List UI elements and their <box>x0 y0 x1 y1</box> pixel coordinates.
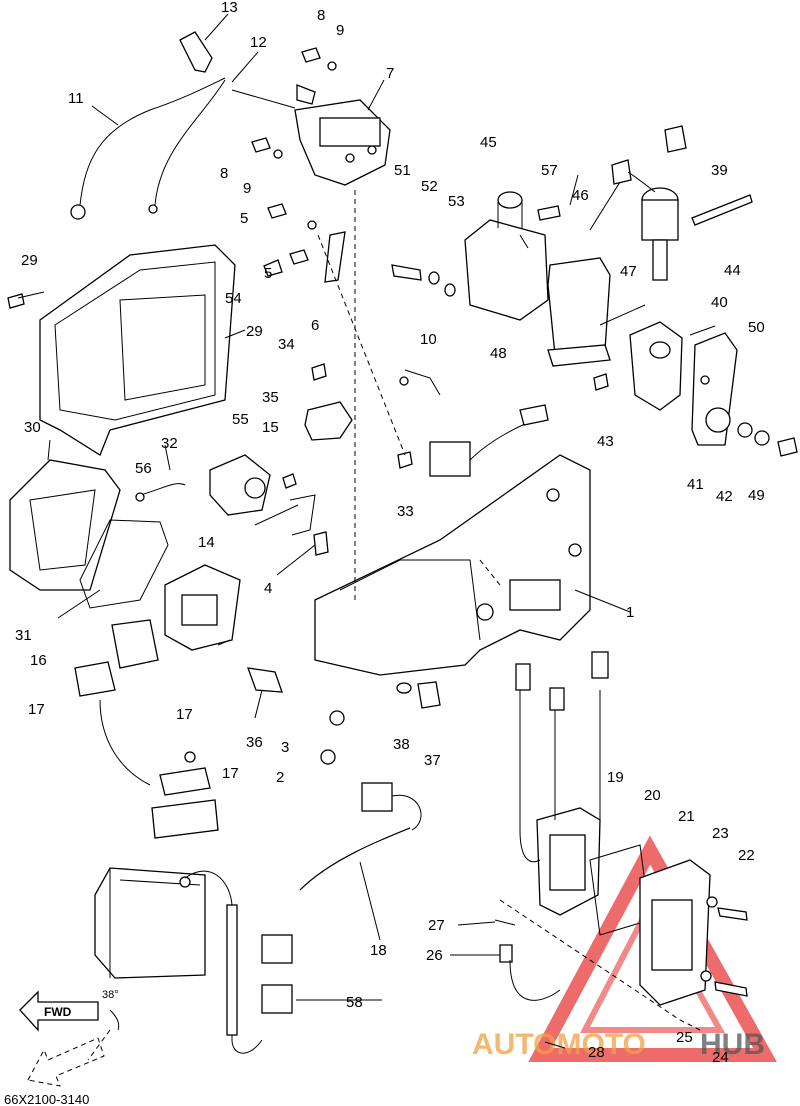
part-label-17: 17 <box>176 706 193 723</box>
part-label-9: 9 <box>336 22 344 39</box>
part-label-8: 8 <box>220 165 228 182</box>
part-label-41: 41 <box>687 476 704 493</box>
part-label-28: 28 <box>588 1044 605 1061</box>
part-label-25: 25 <box>676 1029 693 1046</box>
part-label-2: 2 <box>276 769 284 786</box>
part-label-30: 30 <box>24 419 41 436</box>
fwd-label: FWD <box>44 1005 72 1019</box>
part-label-45: 45 <box>480 134 497 151</box>
part-label-47: 47 <box>620 263 637 280</box>
part-label-13: 13 <box>221 0 238 16</box>
part-label-22: 22 <box>738 847 755 864</box>
watermark-logo: AUTOMOTO HUB <box>472 835 777 1062</box>
part-label-50: 50 <box>748 319 765 336</box>
part-label-39: 39 <box>711 162 728 179</box>
part-label-11: 11 <box>68 90 84 107</box>
part-label-49: 49 <box>748 487 765 504</box>
part-label-43: 43 <box>597 433 614 450</box>
part-label-59: 59 <box>0 0 17 4</box>
part-label-44: 44 <box>724 262 741 279</box>
part-label-6: 6 <box>311 317 319 334</box>
part-label-60: 60 <box>0 0 17 4</box>
part-label-46: 46 <box>572 187 589 204</box>
part-label-48: 48 <box>490 345 507 362</box>
part-label-33: 33 <box>397 503 414 520</box>
part-label-8: 8 <box>317 7 325 24</box>
part-label-10: 10 <box>420 331 437 348</box>
part-label-27: 27 <box>428 917 445 934</box>
part-label-14: 14 <box>198 534 215 551</box>
part-label-26: 26 <box>426 947 443 964</box>
part-label-7: 7 <box>386 65 394 82</box>
part-label-3: 3 <box>281 739 289 756</box>
part-label-23: 23 <box>712 825 729 842</box>
assembly-dashed-lines <box>87 190 701 1061</box>
part-label-36: 36 <box>246 734 263 751</box>
part-label-20: 20 <box>644 787 661 804</box>
part-label-56: 56 <box>135 460 152 477</box>
part-label-35: 35 <box>262 389 279 406</box>
part-label-31: 31 <box>15 627 32 644</box>
part-label-24: 24 <box>712 1049 729 1066</box>
angle-label: 38° <box>102 989 119 1001</box>
part-label-61: 61 <box>0 0 17 4</box>
part-label-51: 51 <box>394 162 411 179</box>
part-drawings <box>7 31 798 1054</box>
part-label-16: 16 <box>30 652 47 669</box>
part-label-5: 5 <box>264 265 272 282</box>
part-label-15: 15 <box>262 419 279 436</box>
part-label-38: 38 <box>393 736 410 753</box>
part-label-17: 17 <box>222 765 239 782</box>
part-label-57: 57 <box>541 162 558 179</box>
part-label-18: 18 <box>370 942 387 959</box>
part-label-1: 1 <box>626 604 634 621</box>
fwd-direction-indicator: FWD 38° <box>19 989 120 1087</box>
part-label-9: 9 <box>243 180 251 197</box>
watermark-text-automoto: AUTOMOTO <box>472 1028 646 1061</box>
part-label-52: 52 <box>421 178 438 195</box>
part-label-19: 19 <box>607 769 624 786</box>
leader-lines <box>17 13 716 1001</box>
part-label-21: 21 <box>678 808 695 825</box>
part-label-55: 55 <box>232 411 249 428</box>
part-label-58: 58 <box>346 994 363 1011</box>
part-label-29: 29 <box>246 323 263 340</box>
part-label-37: 37 <box>424 752 441 769</box>
watermark-text-hub: HUB <box>700 1028 765 1061</box>
part-label-29: 29 <box>21 252 38 269</box>
part-label-53: 53 <box>448 193 465 210</box>
part-label-40: 40 <box>711 294 728 311</box>
part-label-54: 54 <box>225 290 242 307</box>
part-label-32: 32 <box>161 435 178 452</box>
part-label-42: 42 <box>716 488 733 505</box>
part-label-12: 12 <box>250 34 267 51</box>
part-label-34: 34 <box>278 336 295 353</box>
part-label-17: 17 <box>28 701 45 718</box>
part-label-5: 5 <box>240 210 248 227</box>
part-label-4: 4 <box>264 580 272 597</box>
drawing-code: 66X2100-3140 <box>4 1092 89 1106</box>
